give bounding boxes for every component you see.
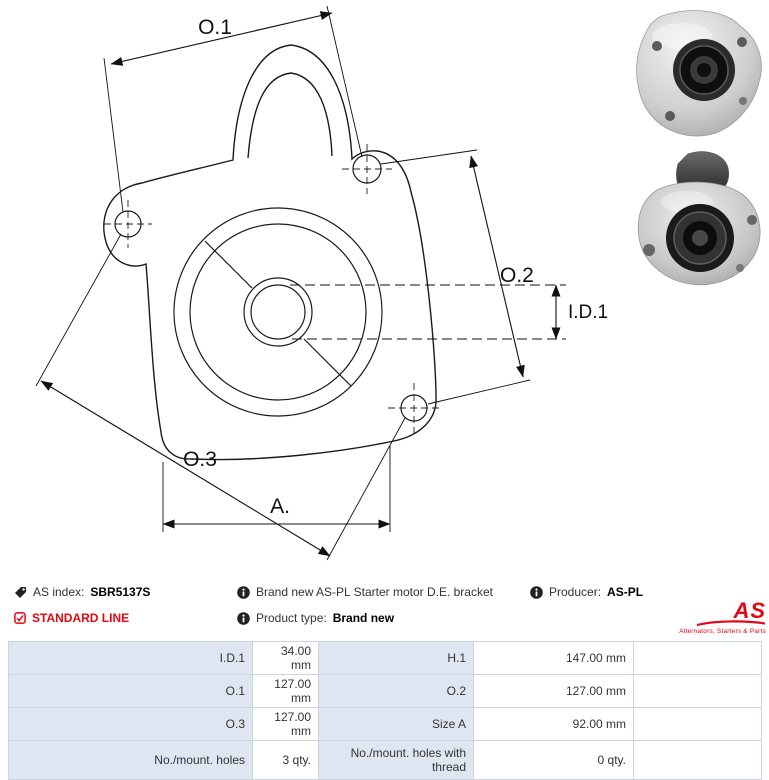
spec-value: 0 qty. <box>473 740 634 780</box>
spec-label: Size A <box>318 707 474 741</box>
info-icon <box>237 585 250 599</box>
product-type-value: Brand new <box>332 611 395 625</box>
spec-table: I.D.1 34.00 mm H.1 147.00 mm O.1 127.00 … <box>8 641 762 780</box>
spec-label: No./mount. holes <box>8 740 253 780</box>
product-info-strip: AS index: SBR5137S Brand new AS-PL Start… <box>0 580 769 638</box>
spec-label: I.D.1 <box>8 641 253 675</box>
as-index-value: SBR5137S <box>90 585 151 599</box>
spec-row: O.1 127.00 mm O.2 127.00 mm <box>8 674 762 708</box>
spec-label: No./mount. holes with thread <box>318 740 474 780</box>
spec-label: O.3 <box>8 707 253 741</box>
dim-label-a: A. <box>270 495 290 518</box>
spec-empty-cell <box>633 674 762 708</box>
dim-label-id1: I.D.1 <box>568 302 608 323</box>
spec-value: 147.00 mm <box>473 641 634 675</box>
dim-label-o1: O.1 <box>198 16 232 39</box>
standard-line-item: STANDARD LINE <box>14 611 129 625</box>
spec-value: 34.00 mm <box>252 641 319 675</box>
dimension-lines <box>40 11 561 557</box>
spec-row: O.3 127.00 mm Size A 92.00 mm <box>8 707 762 741</box>
spec-row: I.D.1 34.00 mm H.1 147.00 mm <box>8 641 762 675</box>
dim-label-o3: O.3 <box>183 448 217 471</box>
spec-row: No./mount. holes 3 qty. No./mount. holes… <box>8 740 762 780</box>
spec-value: 3 qty. <box>252 740 319 780</box>
producer-label: Producer: <box>549 585 602 599</box>
as-index-item: AS index: SBR5137S <box>14 585 150 599</box>
product-photo-front-view <box>636 10 762 137</box>
bracket-outline <box>103 44 437 461</box>
hole-centerlines <box>104 144 442 434</box>
as-index-label: AS index: <box>33 585 85 599</box>
description-item: Brand new AS-PL Starter motor D.E. brack… <box>237 585 493 599</box>
spec-empty-cell <box>633 641 762 675</box>
spec-value: 127.00 mm <box>252 707 319 741</box>
aspl-logo: AS Alternators, Starters & Parts <box>678 598 766 636</box>
aspl-logo-tagline: Alternators, Starters & Parts <box>679 628 766 635</box>
technical-drawing: O.1 O.2 I.D.1 O.3 A. <box>35 5 608 561</box>
product-photo-angled-view <box>637 151 761 286</box>
spec-label: O.1 <box>8 674 253 708</box>
aspl-logo-text: AS <box>733 598 766 623</box>
info-icon <box>530 585 543 599</box>
aspl-logo-swoosh <box>696 620 766 627</box>
description-text: Brand new AS-PL Starter motor D.E. brack… <box>256 585 493 599</box>
spec-label: O.2 <box>318 674 474 708</box>
spec-empty-cell <box>633 740 762 780</box>
info-icon <box>237 611 250 625</box>
tag-icon <box>15 586 26 598</box>
spec-value: 127.00 mm <box>473 674 634 708</box>
producer-item: Producer: AS-PL <box>530 585 643 599</box>
spec-value: 92.00 mm <box>473 707 634 741</box>
spec-value: 127.00 mm <box>252 674 319 708</box>
product-type-item: Product type: Brand new <box>237 611 394 625</box>
product-type-label: Product type: <box>256 611 327 625</box>
dim-label-o2: O.2 <box>500 264 534 287</box>
producer-value: AS-PL <box>607 585 644 599</box>
standard-line-label: STANDARD LINE <box>32 611 130 625</box>
spec-empty-cell <box>633 707 762 741</box>
spec-label: H.1 <box>318 641 474 675</box>
standard-line-checkbox-icon <box>14 612 26 624</box>
